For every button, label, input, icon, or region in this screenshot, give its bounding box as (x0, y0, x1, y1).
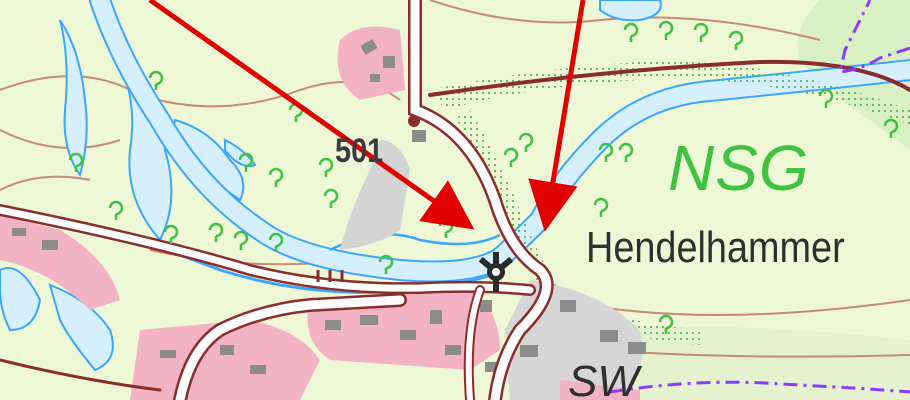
tree-symbol-icon (68, 20, 899, 334)
buildings (12, 39, 646, 374)
reserve-boundary-lower (455, 110, 700, 345)
district-abbr-label: SW (568, 357, 639, 400)
gray-area (340, 140, 410, 250)
admin-boundary (609, 0, 910, 394)
forest-area-bottom (600, 326, 910, 400)
place-name-label: Hendelhammer (586, 223, 845, 272)
summit-point-icon (408, 115, 420, 127)
water-bodies (0, 0, 662, 372)
bridge (316, 270, 344, 282)
reserve-boundary (430, 61, 910, 125)
reserve-abbr-label: NSG (668, 132, 810, 204)
windmill-icon (478, 252, 514, 292)
annotation-arrow-left (148, 0, 475, 230)
elevation-label: 501 (335, 132, 384, 170)
annotation-arrow-right (528, 0, 586, 232)
